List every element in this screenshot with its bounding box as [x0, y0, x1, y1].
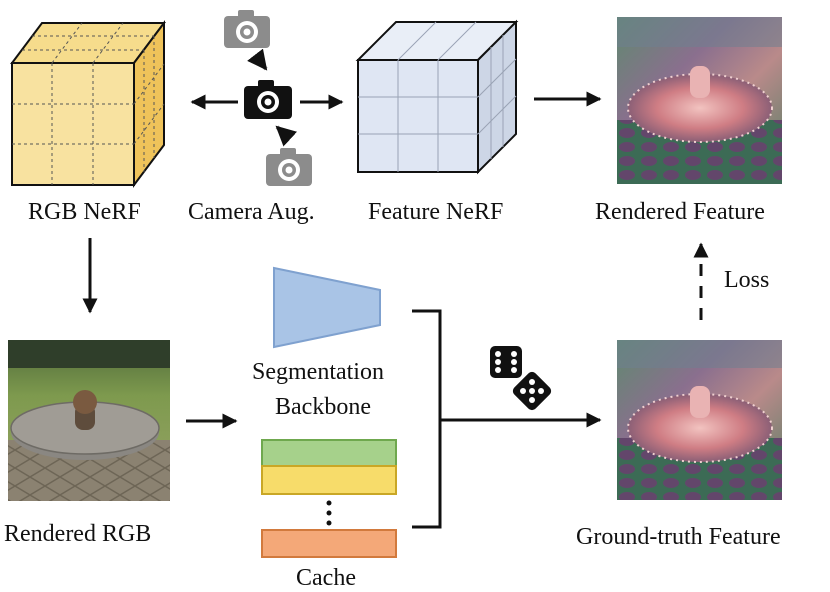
camera-icon [224, 10, 270, 48]
camera-aug-label: Camera Aug. [188, 199, 315, 225]
loss-label: Loss [724, 267, 770, 293]
feature-nerf-label: Feature NeRF [368, 199, 504, 225]
cache-block-orange [261, 529, 397, 558]
camera-icon [266, 148, 312, 186]
rendered-feature-label: Rendered Feature [595, 199, 765, 225]
cache-label: Cache [296, 565, 356, 591]
backbone-label: Backbone [275, 394, 371, 420]
segmentation-backbone-block [273, 266, 381, 349]
rgb-nerf-label: RGB NeRF [28, 199, 141, 225]
feature-nerf-cube [355, 19, 519, 175]
rendered-rgb-label: Rendered RGB [4, 521, 152, 547]
camera-icon [244, 80, 292, 119]
rendered-rgb-image [8, 340, 170, 501]
ground-truth-feature-label: Ground-truth Feature [576, 524, 781, 550]
ground-truth-feature-image [617, 340, 782, 500]
segmentation-label: Segmentation [252, 359, 384, 385]
cache-ellipsis [326, 500, 332, 526]
rgb-nerf-cube [10, 20, 166, 188]
merge-bracket [412, 309, 442, 529]
cache-block-yellow [261, 465, 397, 495]
camera-aug-arrow [275, 125, 298, 147]
dice-icon [490, 346, 552, 411]
camera-aug-arrow [247, 48, 268, 71]
rendered-feature-image [617, 17, 782, 184]
cache-block-green [261, 439, 397, 469]
